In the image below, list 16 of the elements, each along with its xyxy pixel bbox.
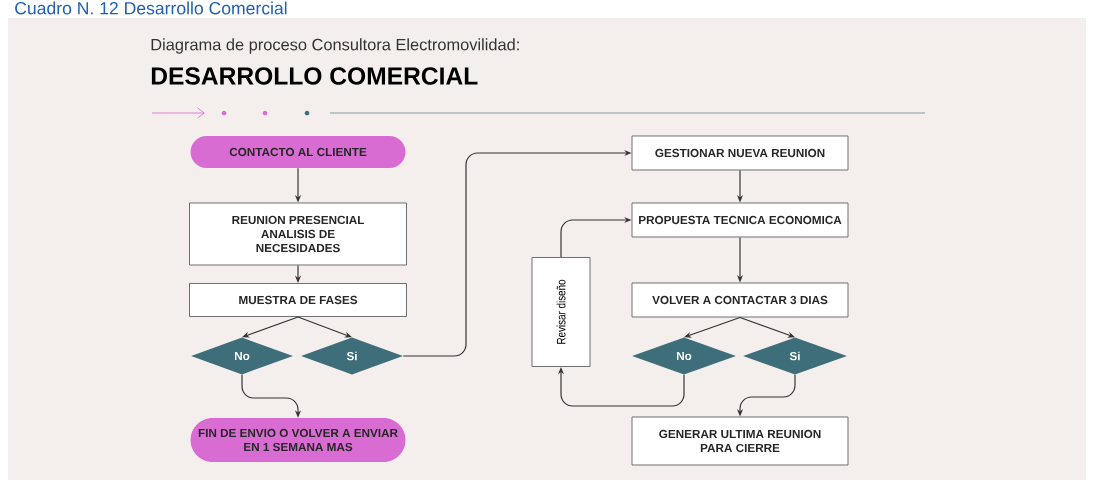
process-box: Revisar diseño bbox=[531, 257, 591, 367]
process-box: PROPUESTA TECNICA ECONOMICA bbox=[631, 202, 849, 238]
process-box: MUESTRA DE FASES bbox=[189, 283, 407, 317]
arrow bbox=[739, 316, 795, 338]
title: DESARROLLO COMERCIAL bbox=[151, 67, 478, 85]
arrow bbox=[684, 316, 741, 338]
arrow bbox=[242, 316, 299, 338]
process-box: VOLVER A CONTACTAR 3 DIAS bbox=[631, 282, 849, 318]
caption: Cuadro N. 12 Desarrollo Comercial bbox=[15, 1, 287, 15]
arrow bbox=[297, 316, 352, 338]
subtitle: Diagrama de proceso Consultora Electromovilidad: bbox=[151, 38, 519, 54]
process-box: REUNION PRESENCIAL ANALISIS DE NECESIDADES bbox=[189, 202, 407, 266]
terminal-pill: FIN DE ENVIO O VOLVER A ENVIAR EN 1 SEMANA MAS bbox=[190, 418, 406, 462]
process-box: GENERAR ULTIMA REUNION PARA CIERRE bbox=[631, 416, 849, 466]
arrow bbox=[557, 367, 685, 407]
process-box: GESTIONAR NUEVA REUNION bbox=[631, 135, 849, 171]
